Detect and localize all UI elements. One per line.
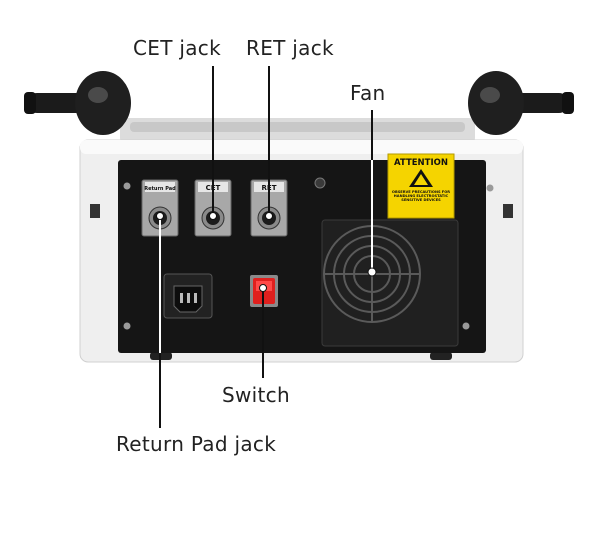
switch-label: Switch (222, 383, 290, 407)
grounding-post (314, 177, 326, 189)
screw (462, 322, 470, 330)
knob-right (468, 71, 574, 135)
housing-top-edge (80, 140, 523, 154)
screw (123, 322, 131, 330)
side-clip-left (90, 204, 100, 218)
return-pad-jack-label: Return Pad jack (116, 432, 277, 456)
warning-title: ATTENTION (394, 158, 448, 168)
foot-right (430, 352, 452, 360)
top-rail-highlight (130, 122, 465, 132)
side-clip-right (503, 204, 513, 218)
leader-lines (156, 66, 377, 428)
esd-warning-label: ATTENTION OBSERVE PRECAUTIONS FOR HANDLI… (387, 153, 455, 219)
power-inlet (163, 273, 213, 319)
fan-grille (321, 219, 459, 347)
fan-label: Fan (350, 81, 386, 105)
warning-text: OBSERVE PRECAUTIONS FOR HANDLING ELECTRO… (391, 190, 451, 203)
knob-left (24, 71, 131, 135)
screw (123, 182, 131, 190)
screw (486, 184, 494, 192)
return-pad-port-label: Return Pad (144, 186, 176, 192)
ret-jack-label: RET jack (246, 36, 334, 60)
return-pad-port: Return Pad (141, 179, 179, 237)
cet-jack-label: CET jack (133, 36, 221, 60)
